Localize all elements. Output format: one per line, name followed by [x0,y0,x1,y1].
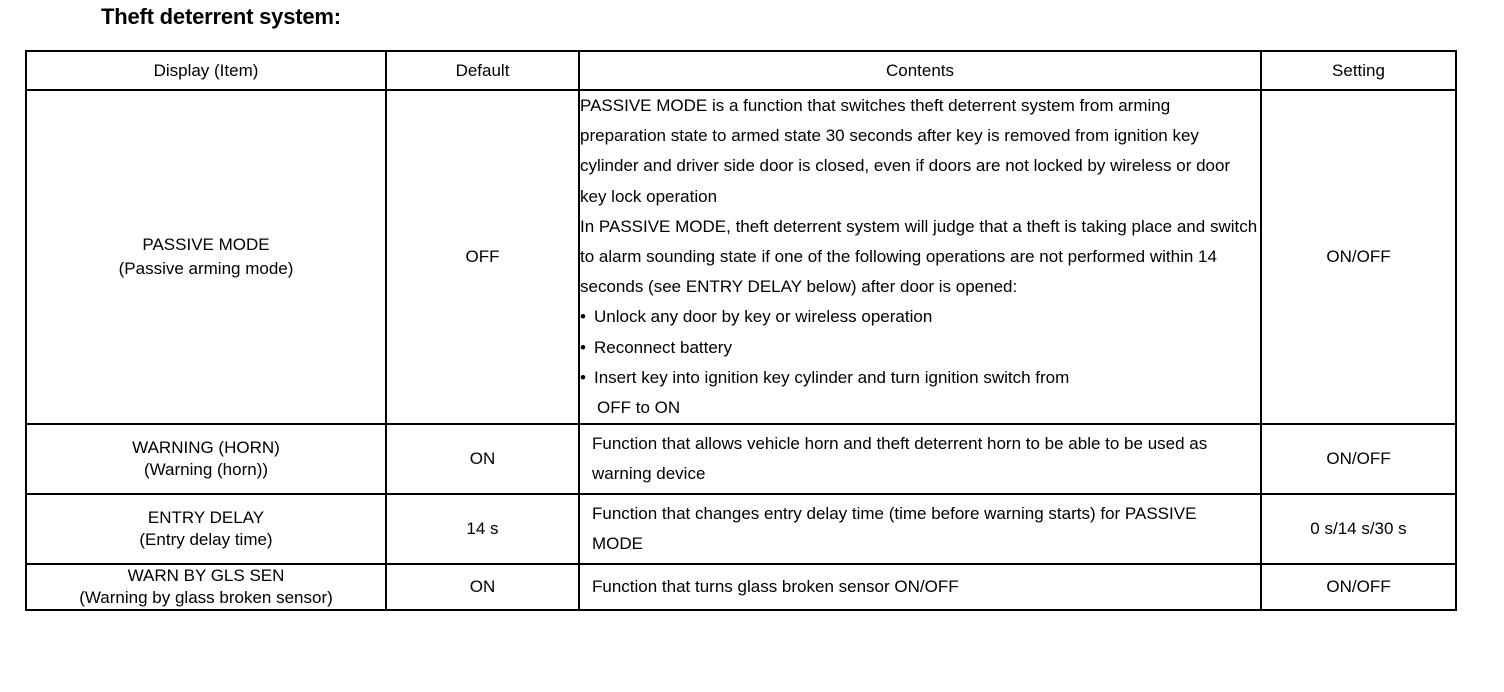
setting-value-cell: ON/OFF [1260,423,1457,496]
setting-value-cell: ON/OFF [1260,88,1457,426]
column-header-setting: Setting [1260,50,1457,91]
column-header-display: Display (Item) [25,50,387,91]
table-row: WARN BY GLS SEN (Warning by glass broken… [25,563,1457,612]
page-title: Theft deterrent system: [101,4,341,29]
contents-paragraph: In PASSIVE MODE, theft deterrent system … [580,216,1258,297]
item-subtitle: (Passive arming mode) [118,259,294,279]
theft-deterrent-settings-table: Display (Item) Default Contents Setting … [25,50,1457,612]
contents-cell-passive-mode: PASSIVE MODE is a function that switches… [578,88,1262,426]
contents-cell-entry-delay: Function that changes entry delay time (… [578,493,1262,566]
contents-paragraph: PASSIVE MODE is a function that switches… [580,96,1231,206]
contents-cell-warn-by-gls-sen: Function that turns glass broken sensor … [578,563,1262,612]
table-row: PASSIVE MODE (Passive arming mode) OFF P… [25,88,1457,426]
setting-value-cell: 0 s/14 s/30 s [1260,493,1457,566]
column-header-default: Default [385,50,580,91]
contents-paragraph: Function that allows vehicle horn and th… [592,434,1208,484]
default-value-cell: ON [385,423,580,496]
contents-bullet-list: Unlock any door by key or wireless opera… [580,302,1260,423]
item-cell-entry-delay: ENTRY DELAY (Entry delay time) [25,493,387,566]
contents-cell-warning-horn: Function that allows vehicle horn and th… [578,423,1262,496]
setting-value-cell: ON/OFF [1260,563,1457,612]
list-item: Reconnect battery [580,333,1260,363]
item-name: WARNING (HORN) [132,438,280,458]
list-item-text: Insert key into ignition key cylinder an… [594,367,1070,387]
list-item: Unlock any door by key or wireless opera… [580,302,1260,332]
item-name: ENTRY DELAY [147,508,265,528]
item-cell-warning-horn: WARNING (HORN) (Warning (horn)) [25,423,387,496]
item-name: WARN BY GLS SEN [127,566,285,586]
item-cell-warn-by-gls-sen: WARN BY GLS SEN (Warning by glass broken… [25,563,387,612]
default-value-cell: 14 s [385,493,580,566]
list-item-text: Unlock any door by key or wireless opera… [594,307,933,327]
list-item: Insert key into ignition key cylinder an… [580,363,1260,423]
item-subtitle: (Warning (horn)) [143,460,269,480]
item-cell-passive-mode: PASSIVE MODE (Passive arming mode) [25,88,387,426]
contents-paragraph: Function that changes entry delay time (… [592,504,1197,554]
table-row: WARNING (HORN) (Warning (horn)) ON Funct… [25,423,1457,496]
item-name: PASSIVE MODE [142,235,270,255]
item-subtitle: (Entry delay time) [139,530,273,550]
list-item-continuation: OFF to ON [597,398,681,418]
default-value-cell: OFF [385,88,580,426]
table-row: ENTRY DELAY (Entry delay time) 14 s Func… [25,493,1457,566]
column-header-contents: Contents [578,50,1262,91]
contents-paragraph: Function that turns glass broken sensor … [592,577,959,597]
list-item-text: Reconnect battery [594,337,732,357]
table-header-row: Display (Item) Default Contents Setting [25,50,1457,91]
default-value-cell: ON [385,563,580,612]
item-subtitle: (Warning by glass broken sensor) [79,588,333,608]
